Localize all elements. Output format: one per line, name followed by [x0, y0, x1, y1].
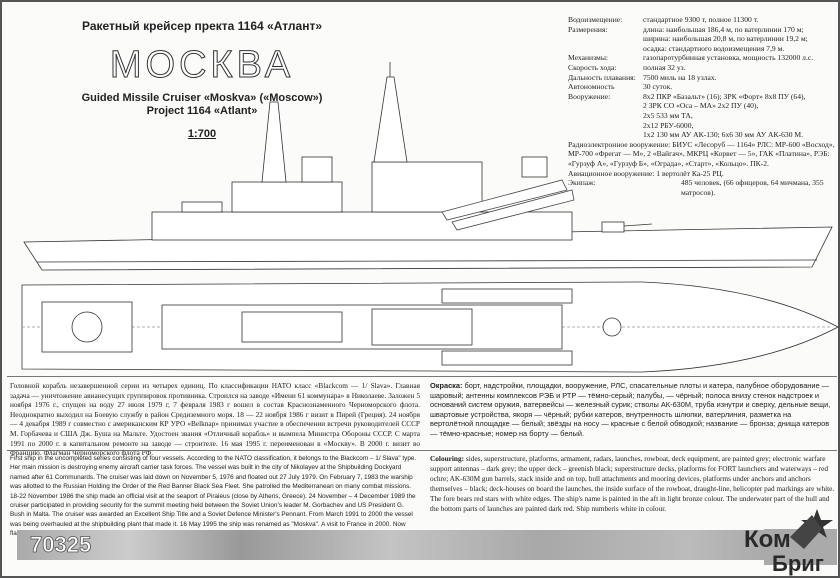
spec-label: Вооружение: — [568, 91, 611, 101]
spec-value: 2 ЗРК СО «Оса – МА» 2x2 ПУ (40), — [643, 101, 759, 111]
painting-body-en: sides, superstructure, platforms, armame… — [430, 454, 835, 513]
funnel — [301, 156, 333, 183]
spec-label: Экипаж: — [568, 178, 596, 188]
spec-row: 2 ЗРК СО «Оса – МА» 2x2 ПУ (40), — [568, 101, 838, 111]
spec-row-crew: Экипаж: 485 человек, (66 офицеров, 64 ми… — [568, 178, 838, 197]
title-en: Guided Missile Cruiser «Moskva» («Moscow… — [81, 92, 323, 104]
radar — [521, 156, 548, 178]
spec-value: 2x5 533 мм ТА, — [643, 110, 693, 120]
spec-row: 1x2 130 мм АУ АК-130; 6x6 30 мм АУ АК-63… — [568, 130, 838, 140]
aft-superstructure — [231, 181, 343, 213]
spec-row: 2x5 533 мм ТА, — [568, 111, 838, 121]
spec-label: Механизмы: — [568, 53, 609, 63]
painting-text-ru: Окраска: борт, надстройки, площадки, воо… — [430, 381, 835, 439]
launchers-starboard — [441, 350, 573, 366]
spec-value: осадка: стандартного водоизмещения 7,9 м… — [643, 43, 785, 53]
main-mast — [373, 76, 408, 163]
svg-text:Бриг: Бриг — [772, 551, 824, 576]
painting-body-ru: борт, надстройки, площадки, вооружение, … — [430, 381, 831, 438]
fore-superstructure — [371, 161, 483, 213]
catalog-number: 70325 — [30, 532, 92, 558]
spec-value: стандартное 9300 т, полное 11300 т. — [643, 15, 759, 24]
spec-row: Механизмы: газопаротурбинная установка, м… — [568, 53, 838, 63]
spec-label: Автономность — [568, 82, 615, 92]
spec-value: 8x2 ПКР «Базальт» (16); ЗРК «Форт» 8x8 П… — [643, 91, 806, 101]
spec-value: 30 суток. — [643, 82, 673, 92]
spec-label: Скорость хода: — [568, 62, 617, 72]
project-en: Project 1164 «Atlant» — [146, 105, 258, 117]
spec-row: Водоизмещение: стандартное 9300 т, полное… — [568, 15, 838, 25]
main-gun-turret — [601, 221, 625, 233]
spec-row: Автономность 30 суток. — [568, 82, 838, 92]
ship-name-ru: МОСКВА — [109, 44, 295, 87]
spec-value: 1x2 130 мм АУ АК-130; 6x6 30 мм АУ АК-63… — [643, 130, 804, 140]
history-text-ru: Головной корабль незавершенной серии из … — [10, 381, 420, 458]
spec-row: 2x12 РБУ-6000, — [568, 121, 838, 131]
spec-label — [568, 34, 643, 44]
title-ru: Ракетный крейсер пректа 1164 «Атлант» — [81, 19, 323, 33]
spec-value: 2x12 РБУ-6000, — [643, 120, 694, 130]
svg-text:Ком: Ком — [744, 526, 791, 553]
footer-bar — [17, 530, 764, 560]
spec-value: полная 32 уз. — [643, 62, 686, 72]
aft-mast — [261, 101, 287, 183]
spec-label — [568, 44, 643, 54]
ship-profile-drawing — [23, 62, 833, 271]
specs-table: Водоизмещение: стандартное 9300 т, полное… — [568, 15, 838, 197]
spec-row: Скорость хода: полная 32 уз. — [568, 63, 838, 73]
painting-label-ru: Окраска: — [430, 381, 463, 390]
kombrig-logo: Ком Бриг — [744, 509, 837, 576]
history-text-en: First ship in the uncompleted series con… — [10, 455, 417, 537]
specs-aviation: Авиационное вооружение: 1 вертолёт Ка-25… — [568, 168, 724, 178]
spec-row: Размерения: длина: наибольшая 186,4 м, по… — [568, 25, 838, 35]
gun-turret-plan — [602, 317, 622, 337]
spec-row: осадка: стандартного водоизмещения 7,9 м… — [568, 44, 838, 54]
missile-launchers-port — [441, 179, 568, 221]
spec-label: Размерения: — [568, 24, 608, 34]
spec-value: длина: наибольшая 186,4 м, по ватерлинии… — [643, 24, 804, 34]
scale-label: 1:700 — [187, 128, 217, 140]
spec-row: Вооружение: 8x2 ПКР «Базальт» (16); ЗРК «… — [568, 92, 838, 102]
spec-label: Дальность плавания: — [568, 72, 636, 82]
painting-text-en: Colouring: sides, superstructure, platfo… — [430, 454, 835, 514]
spec-row: Дальность плавания: 7500 миль на 18 узлах… — [568, 73, 838, 83]
launchers-port — [441, 288, 573, 304]
specs-radio: Радиоэлектронное вооружение: БИУС «Лесор… — [568, 139, 835, 168]
spec-value: 485 человек, (66 офицеров, 64 мичмана, 3… — [681, 178, 824, 197]
spec-value: 7500 миль на 18 узлах. — [643, 72, 717, 82]
spec-row: ширина: наибольшая 20,8 м, по ватерлинии… — [568, 34, 838, 44]
spec-value: ширина: наибольшая 20,8 м, по ватерлинии… — [643, 34, 808, 44]
spec-value: газопаротурбинная установка, мощность 13… — [643, 53, 814, 63]
painting-label-en: Colouring: — [430, 454, 465, 463]
ship-plan-drawing — [21, 281, 838, 373]
spec-label: Водоизмещение: — [568, 15, 623, 24]
